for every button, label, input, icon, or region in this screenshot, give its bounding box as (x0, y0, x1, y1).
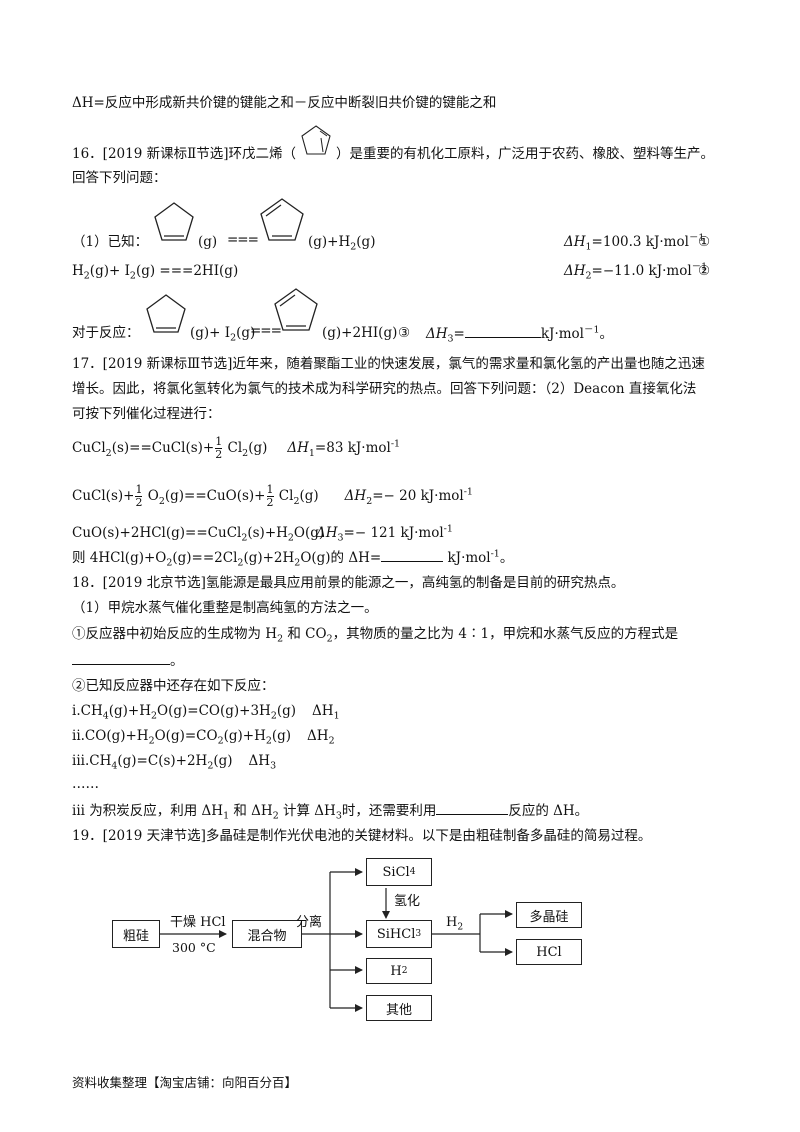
page-footer: 资料收集整理【淘宝店铺：向阳百分百】 (72, 1075, 298, 1090)
q16-dh3: ΔH3=kJ·mol－1。 (426, 324, 613, 345)
q17-answer-blank[interactable] (381, 549, 444, 562)
q17-line-1: 17．[2019 新课标Ⅲ节选]近年来，随着聚酯工业的快速发展，氯气的需求量和氯… (72, 356, 705, 372)
q18-reaction-ii: ii.CO(g)+H2O(g)=CO2(g)+H2(g)ΔH2 (72, 728, 335, 747)
q16-eq2-number: ② (698, 263, 711, 279)
cyclopentadiene-inline-icon (301, 125, 331, 155)
q16-eq2: H2(g)+ I2(g) ===2HI(g) (72, 263, 239, 282)
cyclopentene-icon-2 (146, 294, 186, 333)
q18-line-3: ①反应器中初始反应的生成物为 H2 和 CO2，其物质的量之比为 4∶1，甲烷和… (72, 626, 679, 645)
q18-line-4: 。 (72, 652, 184, 669)
q16-eq3-g2: (g)+2HI(g) (322, 325, 398, 341)
q16-answer-blank[interactable] (464, 325, 541, 338)
q18-ellipsis: …… (72, 776, 99, 792)
q16-eq1: （1）已知： (72, 234, 149, 250)
flow-box-mixture: 混合物 (232, 920, 302, 948)
q18-equation-blank[interactable] (72, 652, 170, 665)
q18-last-line: iii 为积炭反应，利用 ΔH1 和 ΔH2 计算 ΔH3时，还需要利用反应的 … (72, 802, 589, 822)
q16-eq3-prefix: 对于反应： (72, 325, 140, 341)
q16-eq1-g2: (g)+H2(g) (308, 234, 376, 253)
q18-reaction-i: i.CH4(g)+H2O(g)=CO(g)+3H2(g)ΔH1 (72, 703, 340, 722)
flow-label-temperature: 300 °C (172, 940, 216, 955)
q18-line-2: （1）甲烷水蒸气催化重整是制高纯氢的方法之一。 (72, 600, 378, 616)
q19-line-1: 19．[2019 天津节选]多晶硅是制作光伏电池的关键材料。以下是由粗硅制备多晶… (72, 828, 652, 844)
q16-heading: 16．[2019 新课标Ⅱ节选]环戊二烯（）是重要的有机化工原料，广泛用于农药、… (72, 146, 715, 162)
q16-eq3-g1: (g)+ I2(g) (190, 325, 256, 344)
q16-heading-2: 回答下列问题： (72, 170, 167, 186)
q16-eq1-g1: (g) (198, 234, 218, 250)
flow-label-dry-hcl: 干燥 HCl (170, 915, 226, 930)
q17-line-3: 可按下列催化过程进行： (72, 406, 221, 422)
q16-eq3-arrow: === (250, 323, 282, 339)
flow-label-h2: H2 (446, 915, 464, 933)
flow-box-other: 其他 (366, 995, 432, 1021)
q18-reaction-blank[interactable] (436, 802, 509, 815)
q16-eq1-arrow: === (227, 232, 259, 248)
q18-line-1: 18．[2019 北京节选]氢能源是最具应用前景的能源之一，高纯氢的制备是目前的… (72, 575, 625, 591)
q17-line-2: 增长。因此，将氯化氢转化为氯气的技术成为科学研究的热点。回答下列问题：（2）De… (72, 381, 697, 397)
q16-eq3-number: ③ (398, 325, 411, 341)
q16-eq1-number: ① (698, 234, 711, 250)
q16-dh1: ΔH1=100.3 kJ·mol－1 (564, 232, 705, 253)
cyclopentadiene-icon (260, 198, 304, 241)
flow-box-polysilicon: 多晶硅 (516, 902, 582, 928)
cyclopentene-icon (154, 202, 194, 241)
q16-dh2: ΔH2=−11.0 kJ·mol－1 (564, 261, 708, 282)
dh-definition: ΔH=反应中形成新共价键的键能之和－反应中断裂旧共价键的键能之和 (72, 95, 497, 111)
flow-label-separation: 分离 (296, 915, 323, 930)
q17-reaction-3-dh: ΔH3=− 121 kJ·mol-1 (316, 523, 453, 544)
cyclopentadiene-icon-2 (274, 288, 318, 331)
flow-box-crude-silicon: 粗硅 (112, 920, 160, 948)
flow-box-hcl: HCl (516, 939, 582, 965)
q18-line-5: ②已知反应器中还存在如下反应： (72, 678, 275, 694)
flow-label-hydrogenation: 氢化 (394, 894, 421, 909)
q18-reaction-iii: iii.CH4(g)=C(s)+2H2(g)ΔH3 (72, 753, 277, 772)
q17-reaction-3: CuO(s)+2HCl(g)==CuCl2(s)+H2O(g) (72, 525, 325, 544)
q17-question: 则 4HCl(g)+O2(g)==2Cl2(g)+2H2O(g)的 ΔH= kJ… (72, 548, 514, 569)
